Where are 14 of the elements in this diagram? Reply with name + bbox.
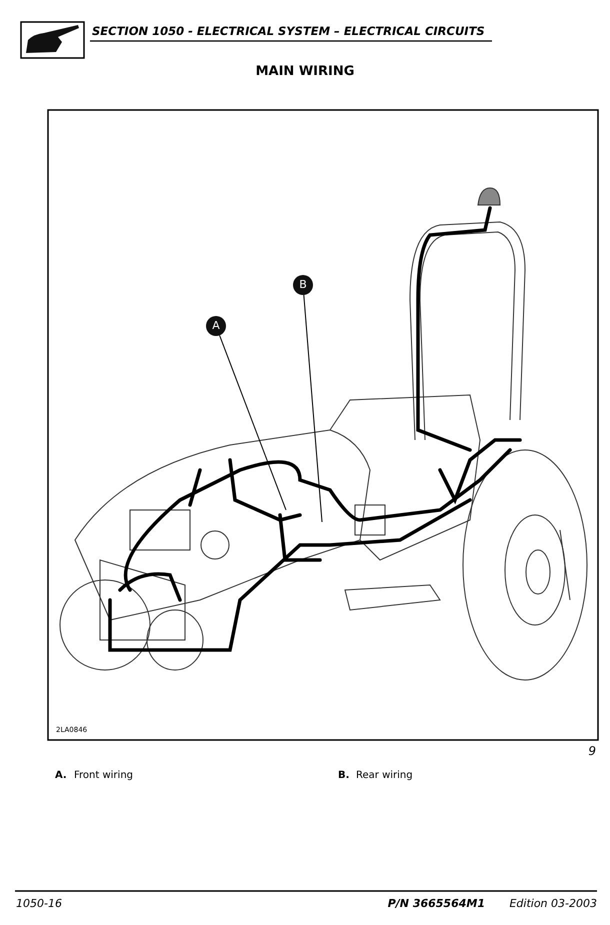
item-letter: A. xyxy=(55,770,67,781)
item-description: Rear wiring xyxy=(356,770,413,781)
item-letter: B. xyxy=(338,770,350,781)
edition-date: Edition 03-2003 xyxy=(509,897,597,910)
callout-letter: A xyxy=(206,316,226,336)
page-number: 1050-16 xyxy=(16,897,62,910)
figure-number: 9 xyxy=(588,744,596,758)
page-title: MAIN WIRING xyxy=(254,64,356,79)
section-heading: SECTION 1050 - ELECTRICAL SYSTEM – ELECTRICAL CIRCUITS xyxy=(92,24,485,38)
part-number: P/N 3665564M1 xyxy=(388,897,485,910)
callout-letter: B xyxy=(293,275,313,295)
item-description: Front wiring xyxy=(74,770,134,781)
leader-line xyxy=(303,294,322,522)
leader-line xyxy=(219,334,286,510)
